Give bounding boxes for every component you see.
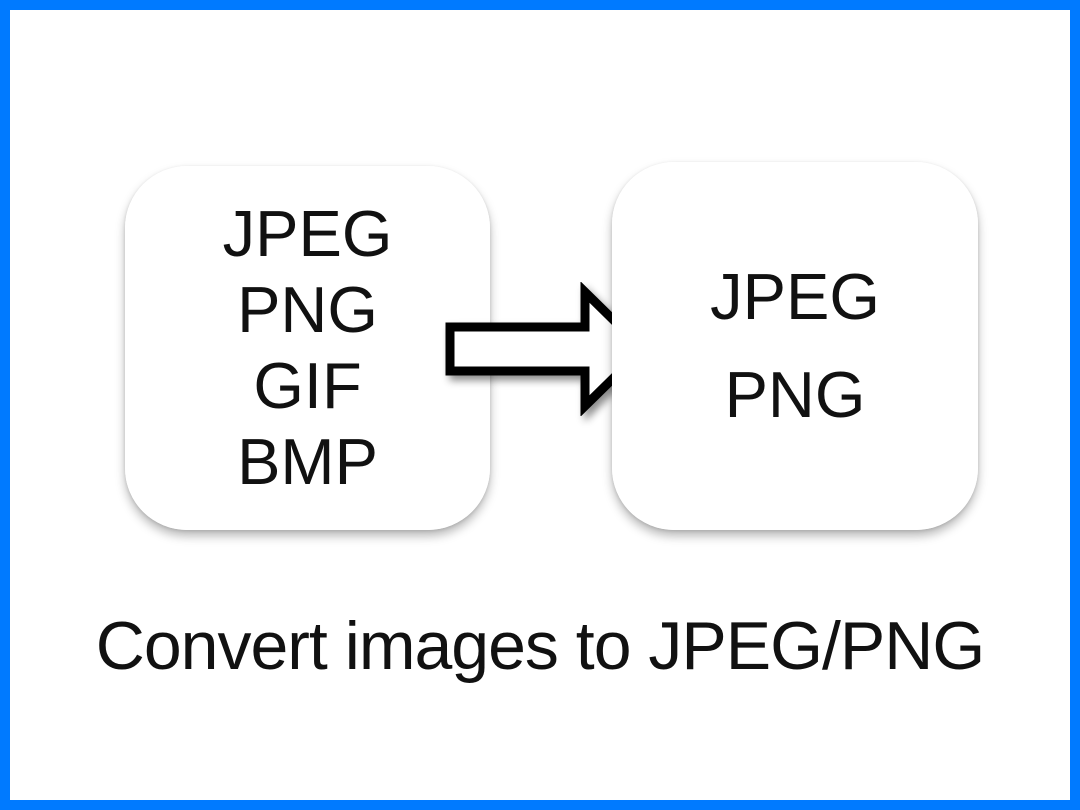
source-format-label: GIF (253, 349, 362, 422)
caption: Convert images to JPEG/PNG (95, 608, 986, 684)
target-format-label: JPEG (710, 260, 880, 333)
source-format-label: PNG (237, 273, 378, 346)
target-format-label: PNG (724, 358, 866, 431)
source-format-label: BMP (237, 425, 378, 498)
source-formats-card: JPEG PNG GIF BMP (125, 166, 490, 530)
target-formats-card: JPEG PNG (612, 162, 978, 530)
source-format-label: JPEG (222, 197, 393, 270)
